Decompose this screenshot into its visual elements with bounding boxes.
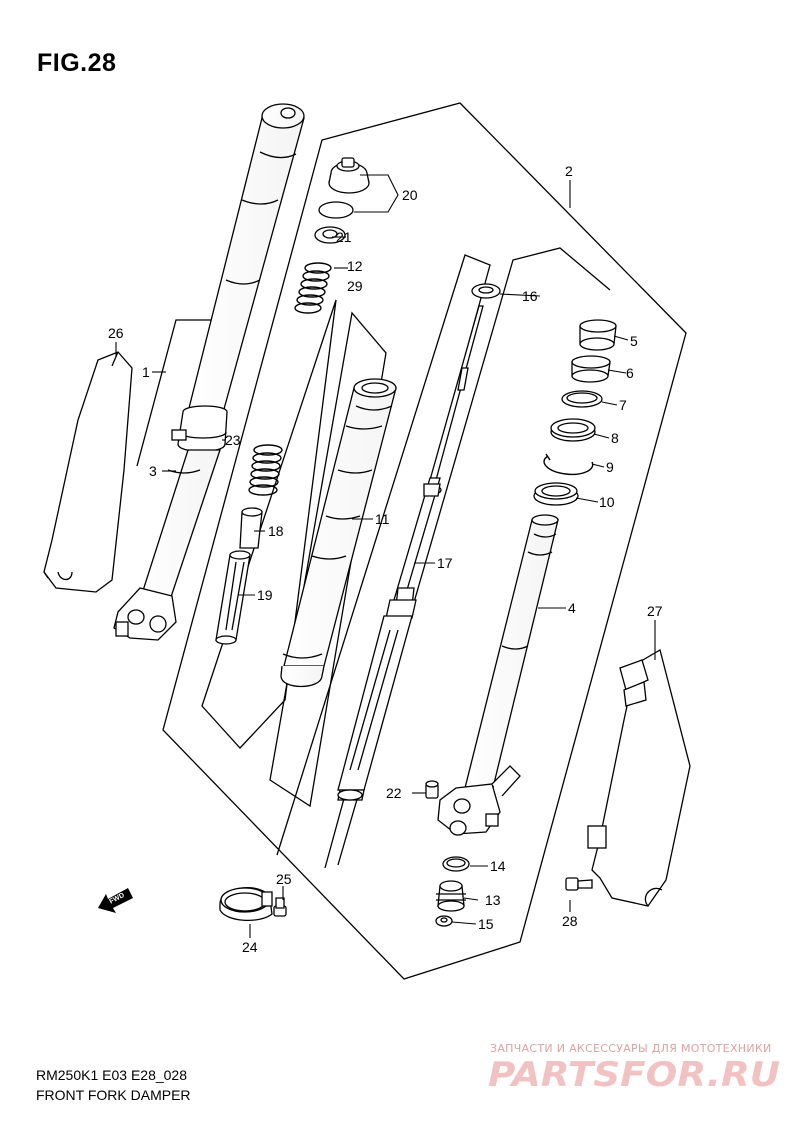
ring-16 bbox=[471, 283, 501, 299]
washer-7 bbox=[561, 390, 603, 408]
callout-26: 26 bbox=[108, 325, 124, 341]
callout-1: 1 bbox=[142, 364, 150, 380]
callout-3: 3 bbox=[149, 463, 157, 479]
fork-guard-left bbox=[43, 351, 133, 593]
air-valve bbox=[425, 780, 439, 799]
washer-15 bbox=[435, 915, 453, 927]
bolt-25 bbox=[273, 897, 287, 917]
callout-13: 13 bbox=[485, 892, 501, 908]
callout-29: 29 bbox=[347, 278, 363, 294]
callout-8: 8 bbox=[611, 430, 619, 446]
tube-group-outline bbox=[269, 311, 387, 808]
callout-2: 2 bbox=[565, 163, 573, 179]
cap-bolt bbox=[328, 157, 370, 194]
callout-21: 21 bbox=[336, 229, 352, 245]
callout-12: 12 bbox=[347, 258, 363, 274]
inner-tube-assembly bbox=[461, 514, 559, 801]
spring-tube bbox=[280, 378, 397, 688]
watermark-logo: PARTSFOR.RU bbox=[488, 1055, 780, 1095]
outer-tube-group-outline bbox=[136, 319, 212, 467]
spring-12 bbox=[294, 262, 332, 314]
callout-14: 14 bbox=[490, 858, 506, 874]
callout-6: 6 bbox=[626, 365, 634, 381]
slide-bushing bbox=[571, 355, 611, 383]
callout-15: 15 bbox=[478, 916, 494, 932]
callout-24: 24 bbox=[242, 939, 258, 955]
oil-seal bbox=[550, 418, 596, 442]
callout-19: 19 bbox=[257, 587, 273, 603]
figure-name: FRONT FORK DAMPER bbox=[36, 1087, 191, 1103]
leader-lines bbox=[115, 174, 656, 938]
damper-rod bbox=[337, 305, 484, 801]
axle-bracket-left bbox=[113, 587, 177, 641]
stopper-ring bbox=[543, 453, 594, 476]
seal-washer-21 bbox=[314, 226, 346, 244]
seal-washer-20 bbox=[318, 201, 354, 219]
callout-17: 17 bbox=[437, 555, 453, 571]
model-code: RM250K1 E03 E28_028 bbox=[36, 1067, 187, 1083]
callout-27: 27 bbox=[647, 603, 663, 619]
guide-bushing bbox=[579, 319, 617, 351]
fork-guard-right bbox=[587, 649, 691, 907]
callout-9: 9 bbox=[606, 459, 614, 475]
spacer bbox=[239, 507, 263, 549]
callout-16: 16 bbox=[522, 288, 538, 304]
clamp-23 bbox=[171, 405, 228, 453]
callout-11: 11 bbox=[375, 511, 390, 527]
watermark-tagline: ЗАПЧАСТИ И АКСЕССУАРЫ ДЛЯ МОТОТЕХНИКИ bbox=[490, 1042, 772, 1055]
spring-main bbox=[248, 444, 283, 496]
hose-clamp bbox=[219, 887, 273, 921]
callout-18: 18 bbox=[268, 523, 284, 539]
callout-25: 25 bbox=[276, 871, 292, 887]
watermark-logo-text: PARTSFOR.RU bbox=[488, 1055, 780, 1095]
callout-28: 28 bbox=[562, 913, 578, 929]
callout-10: 10 bbox=[599, 494, 615, 510]
collar bbox=[215, 550, 251, 645]
callout-20: 20 bbox=[402, 187, 418, 203]
callout-labels: 20 21 12 29 16 2 5 6 7 8 9 10 17 11 4 19… bbox=[108, 163, 663, 955]
dust-seal bbox=[533, 482, 579, 506]
fwd-arrow-icon: FWD bbox=[98, 888, 133, 913]
callout-22: 22 bbox=[386, 785, 402, 801]
guard-bolt bbox=[565, 877, 593, 891]
o-ring-14 bbox=[442, 856, 470, 872]
damper-valve bbox=[436, 880, 466, 912]
figure-title: FIG.28 bbox=[37, 49, 117, 77]
axle-bracket-right bbox=[437, 765, 521, 836]
spring-group-outline bbox=[201, 299, 337, 749]
outer-tube bbox=[185, 103, 305, 430]
callout-7: 7 bbox=[619, 397, 627, 413]
callout-23: 23 bbox=[225, 432, 241, 448]
damper-group-outline bbox=[162, 102, 687, 980]
callout-4: 4 bbox=[568, 600, 576, 616]
callout-5: 5 bbox=[630, 333, 638, 349]
